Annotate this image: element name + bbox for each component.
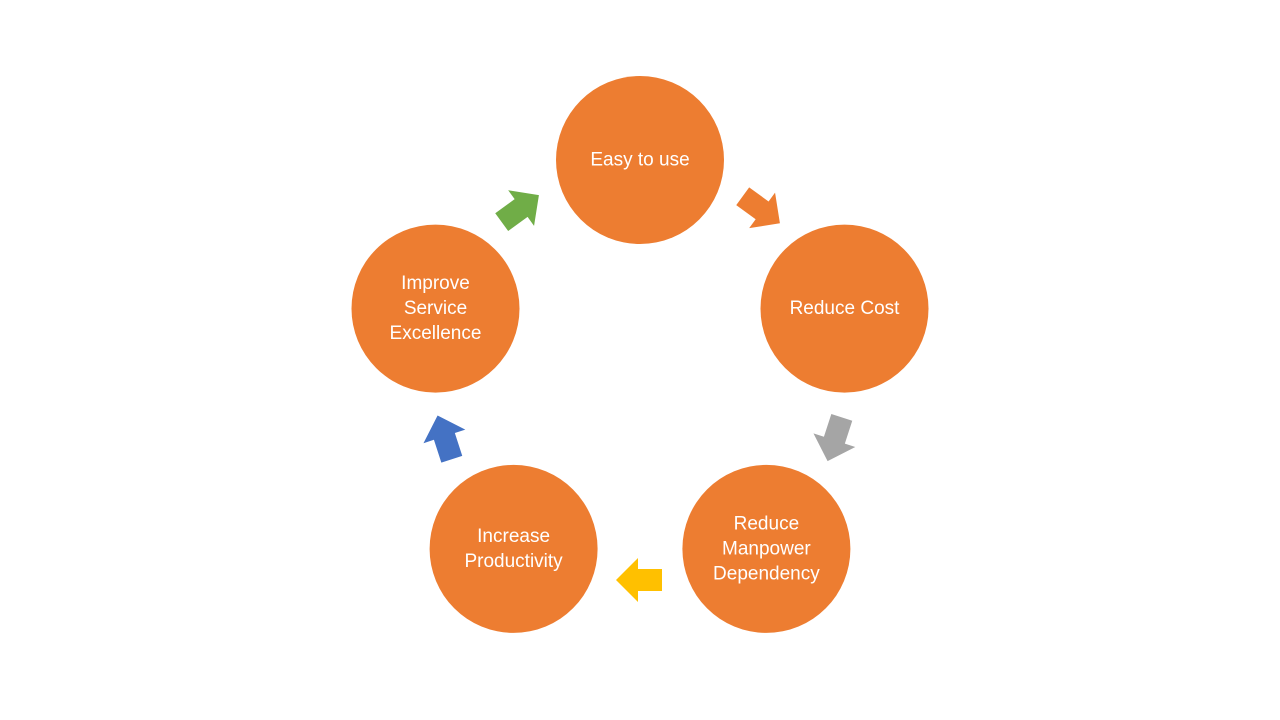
cycle-arrow-easy-to-cost	[736, 187, 780, 229]
node-circle	[760, 224, 929, 393]
cycle-node-easy: Easy to use	[556, 76, 724, 244]
node-circle	[682, 464, 851, 633]
node-label-line: Service	[404, 298, 467, 319]
arrows-layer	[423, 187, 856, 602]
node-label-line: Dependency	[713, 563, 820, 584]
node-label-line: Easy to use	[590, 150, 689, 171]
node-label-line: Improve	[401, 273, 470, 294]
node-label-line: Excellence	[390, 323, 482, 344]
cycle-arrow-cost-to-manpower	[813, 413, 856, 462]
node-circle	[351, 224, 520, 393]
node-label-line: Reduce Cost	[790, 298, 901, 319]
node-label-line: Productivity	[464, 551, 563, 572]
cycle-arrow-service-to-easy	[495, 190, 539, 232]
cycle-arrow-manpower-to-productivity	[616, 558, 662, 602]
node-circle	[429, 464, 598, 633]
cycle-node-cost: Reduce Cost	[760, 224, 929, 393]
node-circle	[556, 76, 724, 244]
node-label-line: Increase	[477, 526, 550, 547]
node-label-line: Reduce	[734, 513, 800, 534]
cycle-arrow-productivity-to-service	[423, 415, 466, 463]
node-label-line: Manpower	[722, 538, 811, 559]
